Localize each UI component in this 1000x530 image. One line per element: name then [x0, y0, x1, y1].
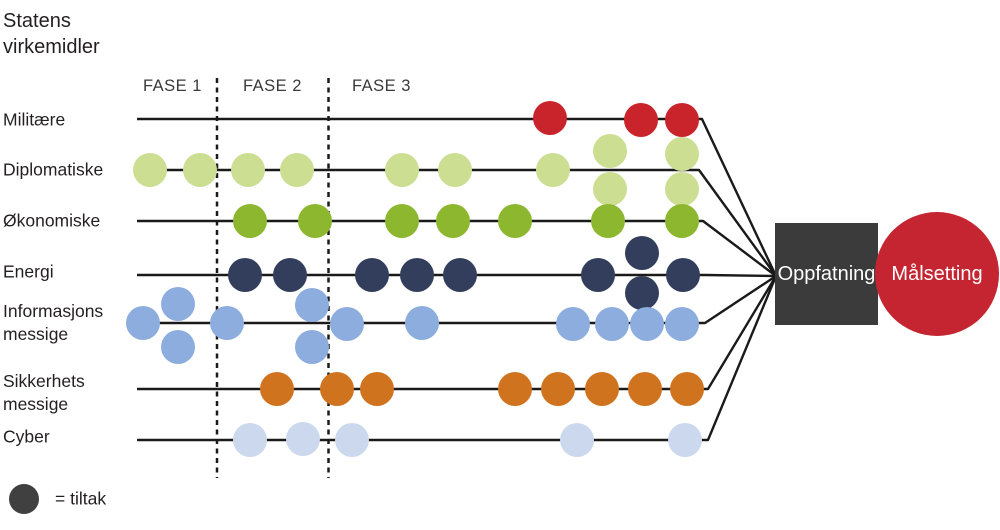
- tiltak-dot: [233, 423, 267, 457]
- tiltak-dot: [400, 258, 434, 292]
- tiltak-dot: [624, 103, 658, 137]
- tiltak-dot: [560, 423, 594, 457]
- tiltak-dot: [593, 172, 627, 206]
- tiltak-dot: [541, 372, 575, 406]
- tiltak-dot: [133, 153, 167, 187]
- tiltak-dot: [298, 204, 332, 238]
- tiltak-dot: [228, 258, 262, 292]
- tiltak-dot: [585, 372, 619, 406]
- tiltak-dot: [161, 330, 195, 364]
- tiltak-dot: [581, 258, 615, 292]
- phase-label-2: FASE 2: [243, 77, 302, 95]
- tiltak-legend-dot: [9, 484, 39, 514]
- tiltak-dot: [670, 372, 704, 406]
- row-line: [137, 117, 778, 277]
- tiltak-dot: [591, 204, 625, 238]
- row-label-okonomiske: Økonomiske: [3, 210, 101, 231]
- tiltak-dot: [625, 236, 659, 270]
- tiltak-dot: [665, 307, 699, 341]
- row-label-informasjons: Informasjons messige: [3, 301, 104, 344]
- tiltak-dot: [385, 204, 419, 238]
- oppfatning-label: Oppfatning: [777, 262, 876, 285]
- tiltak-dot: [126, 306, 160, 340]
- tiltak-dot: [625, 276, 659, 310]
- tiltak-dot: [273, 258, 307, 292]
- tiltak-dot: [498, 204, 532, 238]
- row-label-diplomatiske: Diplomatiske: [3, 159, 104, 180]
- tiltak-dot: [330, 307, 364, 341]
- tiltak-dot: [595, 307, 629, 341]
- tiltak-dot: [436, 204, 470, 238]
- tiltak-dot: [385, 153, 419, 187]
- row-label-sikkerhets: Sikkerhets messige: [3, 371, 85, 414]
- tiltak-dot: [286, 422, 320, 456]
- tiltak-dot: [260, 372, 294, 406]
- tiltak-dot: [233, 204, 267, 238]
- legend-label: = tiltak: [55, 488, 107, 509]
- tiltak-dot: [183, 153, 217, 187]
- tiltak-dot: [665, 103, 699, 137]
- tiltak-dot: [438, 153, 472, 187]
- tiltak-dot: [231, 153, 265, 187]
- page-title-line2: virkemidler: [3, 36, 100, 58]
- tiltak-dot: [665, 204, 699, 238]
- page-title-line1: Statens: [3, 10, 71, 32]
- tiltak-dot: [536, 153, 570, 187]
- tiltak-dot: [668, 423, 702, 457]
- row-line: [137, 275, 778, 442]
- tiltak-dot: [628, 372, 662, 406]
- tiltak-dot: [295, 330, 329, 364]
- phase-label-3: FASE 3: [352, 77, 411, 95]
- row-line: [137, 273, 777, 278]
- tiltak-dot: [556, 307, 590, 341]
- tiltak-dot: [498, 372, 532, 406]
- tiltak-dot: [443, 258, 477, 292]
- tiltak-dot: [280, 153, 314, 187]
- row-label-militaere: Militære: [3, 109, 66, 130]
- tiltak-dot: [355, 258, 389, 292]
- tiltak-dot: [593, 134, 627, 168]
- phase-label-1: FASE 1: [143, 77, 202, 95]
- row-label-cyber: Cyber: [3, 426, 50, 447]
- page-title: Statens virkemidler: [3, 8, 100, 60]
- tiltak-dot: [665, 137, 699, 171]
- tiltak-dot: [533, 101, 567, 135]
- tiltak-dot: [210, 306, 244, 340]
- tiltak-dot: [405, 306, 439, 340]
- row-line: [137, 168, 777, 277]
- oppfatning-box: Oppfatning: [775, 223, 878, 325]
- tiltak-dot: [335, 423, 369, 457]
- row-line: [137, 274, 777, 325]
- maalsetting-circle: Målsetting: [875, 212, 999, 336]
- tiltak-dot: [161, 287, 195, 321]
- maalsetting-label: Målsetting: [891, 262, 983, 285]
- tiltak-dot: [360, 372, 394, 406]
- row-label-energi: Energi: [3, 261, 54, 282]
- tiltak-dot: [630, 307, 664, 341]
- tiltak-dot: [666, 258, 700, 292]
- tiltak-dot: [320, 372, 354, 406]
- tiltak-dot: [665, 172, 699, 206]
- tiltak-dot: [295, 288, 329, 322]
